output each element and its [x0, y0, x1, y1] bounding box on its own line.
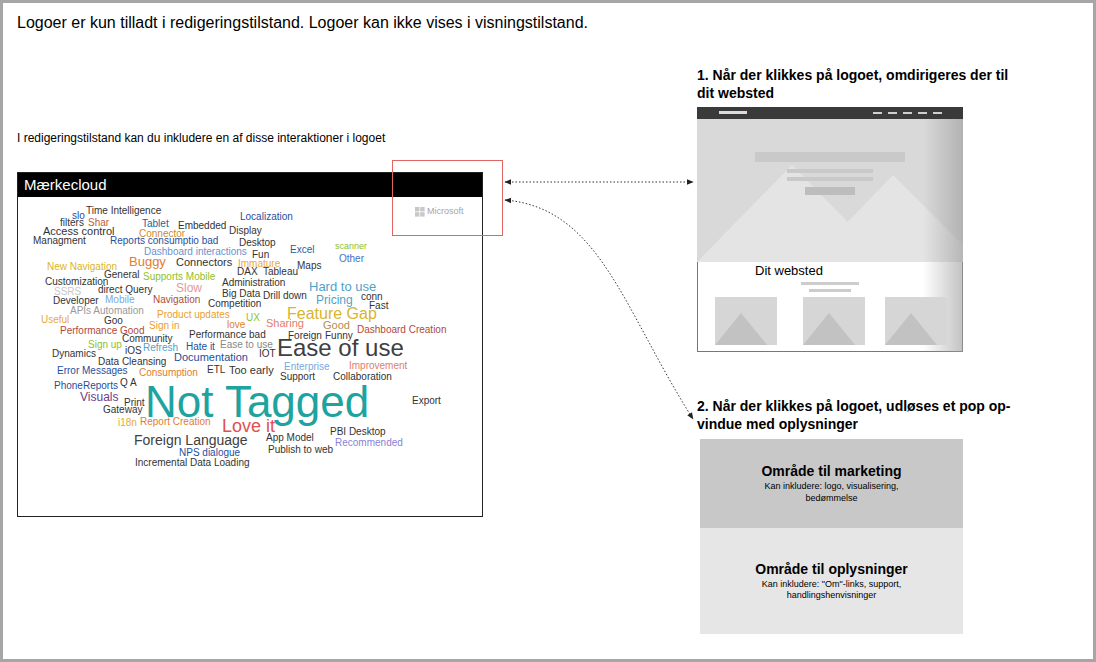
cloud-word: Drill down [263, 291, 307, 301]
cloud-word: Tablet [142, 219, 169, 229]
cloud-word: love [227, 320, 245, 330]
cloud-word: Mobile [105, 295, 134, 305]
band-description: Kan inkludere: logo, visualisering, bedø… [752, 481, 912, 504]
cloud-word: Report Creation [140, 417, 211, 427]
option-heading: 1. Når der klikkes på logoet, omdirigere… [697, 66, 1027, 102]
cloud-word: Product updates [157, 310, 230, 320]
cloud-word: direct Query [98, 285, 152, 295]
website-label: Dit websted [753, 263, 825, 278]
cloud-word: Sharing [266, 318, 304, 329]
cloud-word: Pricing [316, 294, 353, 306]
band-description: Kan inkludere: "Om"-links, support, hand… [752, 579, 912, 602]
cloud-word: Error Messages [57, 366, 128, 376]
cloud-word: Display [229, 226, 262, 236]
cloud-word: Supports Mobile [143, 272, 215, 282]
cloud-word: Recommended [335, 438, 403, 448]
cloud-word: Competition [208, 299, 261, 309]
option-heading: 2. Når der klikkes på logoet, udløses et… [697, 397, 1027, 433]
popup-window: 2. Når der klikkes på logoet, udløses et… [697, 397, 966, 634]
cloud-word: Foreign Language [134, 433, 248, 447]
cloud-word: Good [323, 320, 350, 331]
cloud-word: Incremental Data Loading [135, 458, 250, 468]
dotted-connector [505, 200, 693, 419]
cloud-word: Localization [240, 212, 293, 222]
cloud-word: Q A [120, 378, 137, 388]
cloud-word: Publish to web [268, 445, 333, 455]
website-mockup: 1. Når der klikkes på logoet, omdirigere… [697, 66, 963, 352]
cloud-word: PhoneReports [54, 381, 118, 391]
cloud-word: Performance bad [189, 330, 266, 340]
cloud-word: IOT [259, 349, 276, 359]
cloud-word: Dashboard Creation [357, 325, 447, 335]
cloud-word: iOS [125, 346, 142, 356]
cloud-word: Reports consumptio bad [110, 236, 218, 246]
cloud-word: Ease of use [277, 336, 404, 360]
cloud-word: Dynamics [52, 349, 96, 359]
cloud-word: General [104, 270, 140, 280]
cloud-word: UX [246, 313, 260, 323]
website-illustration [697, 107, 963, 352]
visual-header-bar: Mærkecloud [18, 173, 482, 197]
cloud-word: Managment [33, 236, 86, 246]
cloud-word: App Model [266, 433, 314, 443]
cloud-word: Time Intelligence [86, 206, 161, 216]
cloud-word: Gateway [103, 405, 142, 415]
band-heading: Område til marketing [761, 463, 901, 479]
cloud-word: NPS dialogue [179, 448, 240, 458]
band-heading: Område til oplysninger [755, 561, 907, 577]
cloud-word: Embedded [178, 221, 226, 231]
logo-highlight-box: Microsoft [392, 160, 503, 236]
cloud-word: Hate it [186, 342, 215, 352]
cloud-word: scanner [335, 242, 367, 251]
cloud-word: Buggy [129, 255, 166, 268]
visual-title: Mærkecloud [24, 176, 107, 193]
cloud-word: i18n [118, 418, 137, 428]
cloud-word: Export [412, 396, 441, 406]
cloud-word: Excel [290, 245, 314, 255]
cloud-word: Navigation [153, 295, 200, 305]
cloud-word: Consumption [139, 368, 198, 378]
cloud-word: Sign in [149, 321, 180, 331]
cloud-word: APIs Automation [70, 306, 144, 316]
cloud-word: Improvement [349, 361, 407, 371]
cloud-word: Administration [222, 278, 285, 288]
cloud-word: Goo [104, 316, 123, 326]
cloud-word: Visuals [80, 391, 118, 403]
cloud-word: Useful [41, 315, 69, 325]
cloud-word: ETL [207, 365, 225, 375]
logo-text: Microsoft [427, 206, 464, 216]
diagram-title: Logoer er kun tilladt i redigeringstilst… [17, 14, 588, 32]
cloud-word: Documentation [174, 352, 248, 363]
cloud-word: DAX [237, 267, 258, 277]
cloud-word: Maps [297, 261, 321, 271]
cloud-word: Slow [176, 282, 202, 294]
cloud-word: Refresh [143, 343, 178, 353]
cloud-word: PBI Desktop [330, 427, 386, 437]
logo-icon [415, 207, 425, 217]
instruction-note: I redigeringstilstand kan du inkludere e… [17, 132, 385, 144]
cloud-word: Enterprise [284, 362, 330, 372]
cloud-word: Too early [229, 365, 274, 376]
info-band: Område til oplysningerKan inkludere: "Om… [700, 528, 963, 634]
marketing-band: Område til marketingKan inkludere: logo,… [700, 439, 963, 528]
cloud-word: Connectors [176, 257, 232, 268]
cloud-word: Big Data [222, 289, 260, 299]
dotted-connector [505, 182, 693, 183]
cloud-word: Tableau [263, 267, 298, 277]
cloud-word: Other [339, 254, 364, 264]
cloud-word: Developer [53, 296, 99, 306]
